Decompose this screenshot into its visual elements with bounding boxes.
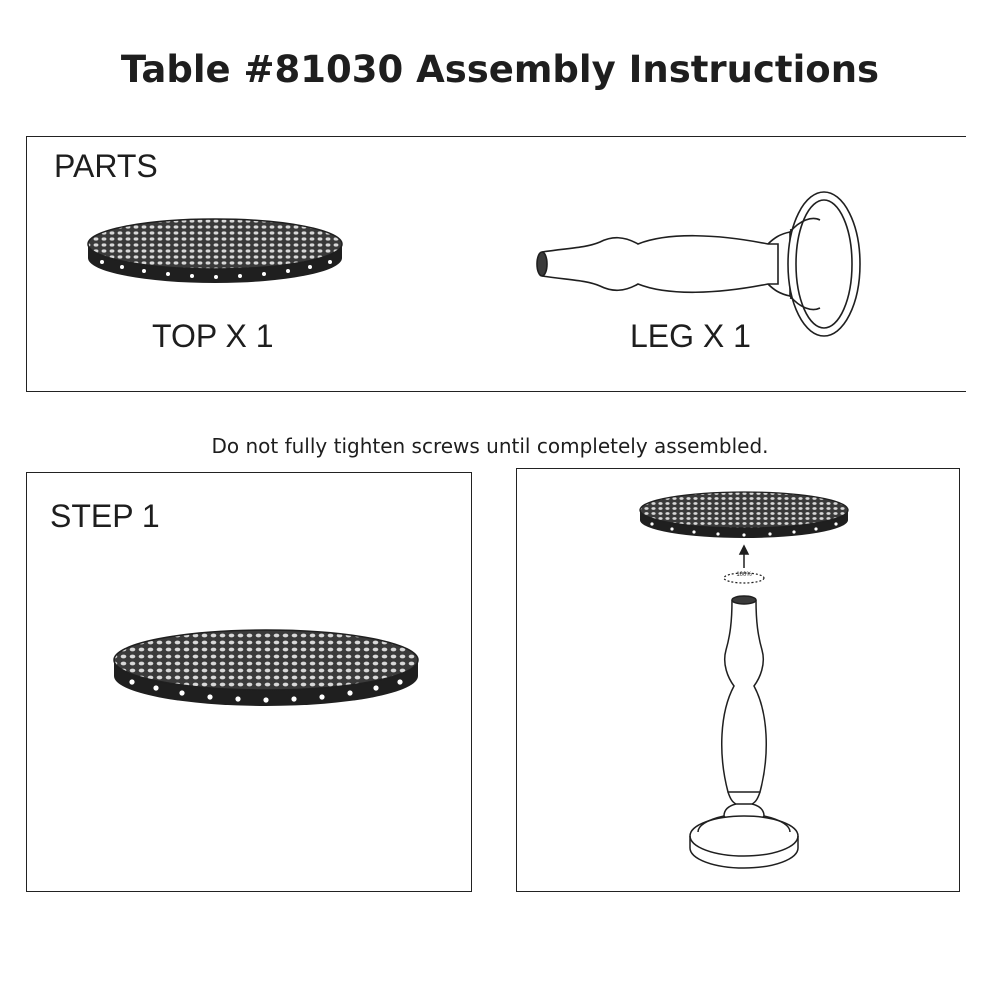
parts-heading: PARTS (54, 148, 158, 184)
rotate-icon (723, 572, 765, 584)
leg-part-label: LEG X 1 (630, 318, 751, 354)
step1-heading: STEP 1 (50, 498, 160, 534)
arrow-up-icon (738, 544, 750, 568)
parts-panel (26, 136, 966, 392)
table-top-icon (87, 218, 343, 283)
step1-assembly-diagram: 100% (639, 491, 849, 869)
step1-table-top-icon (113, 629, 419, 706)
assembly-note: Do not fully tighten screws until comple… (211, 434, 769, 458)
rotation-label: 100% (736, 572, 752, 578)
step1-panel (26, 472, 472, 892)
diagram-table-leg-icon (689, 595, 799, 869)
step1-diagram-panel (516, 468, 960, 892)
top-part-label: TOP X 1 (152, 318, 274, 354)
page-title: Table #81030 Assembly Instructions (120, 48, 880, 91)
table-leg-icon (536, 191, 861, 337)
diagram-table-top-icon (639, 491, 849, 538)
